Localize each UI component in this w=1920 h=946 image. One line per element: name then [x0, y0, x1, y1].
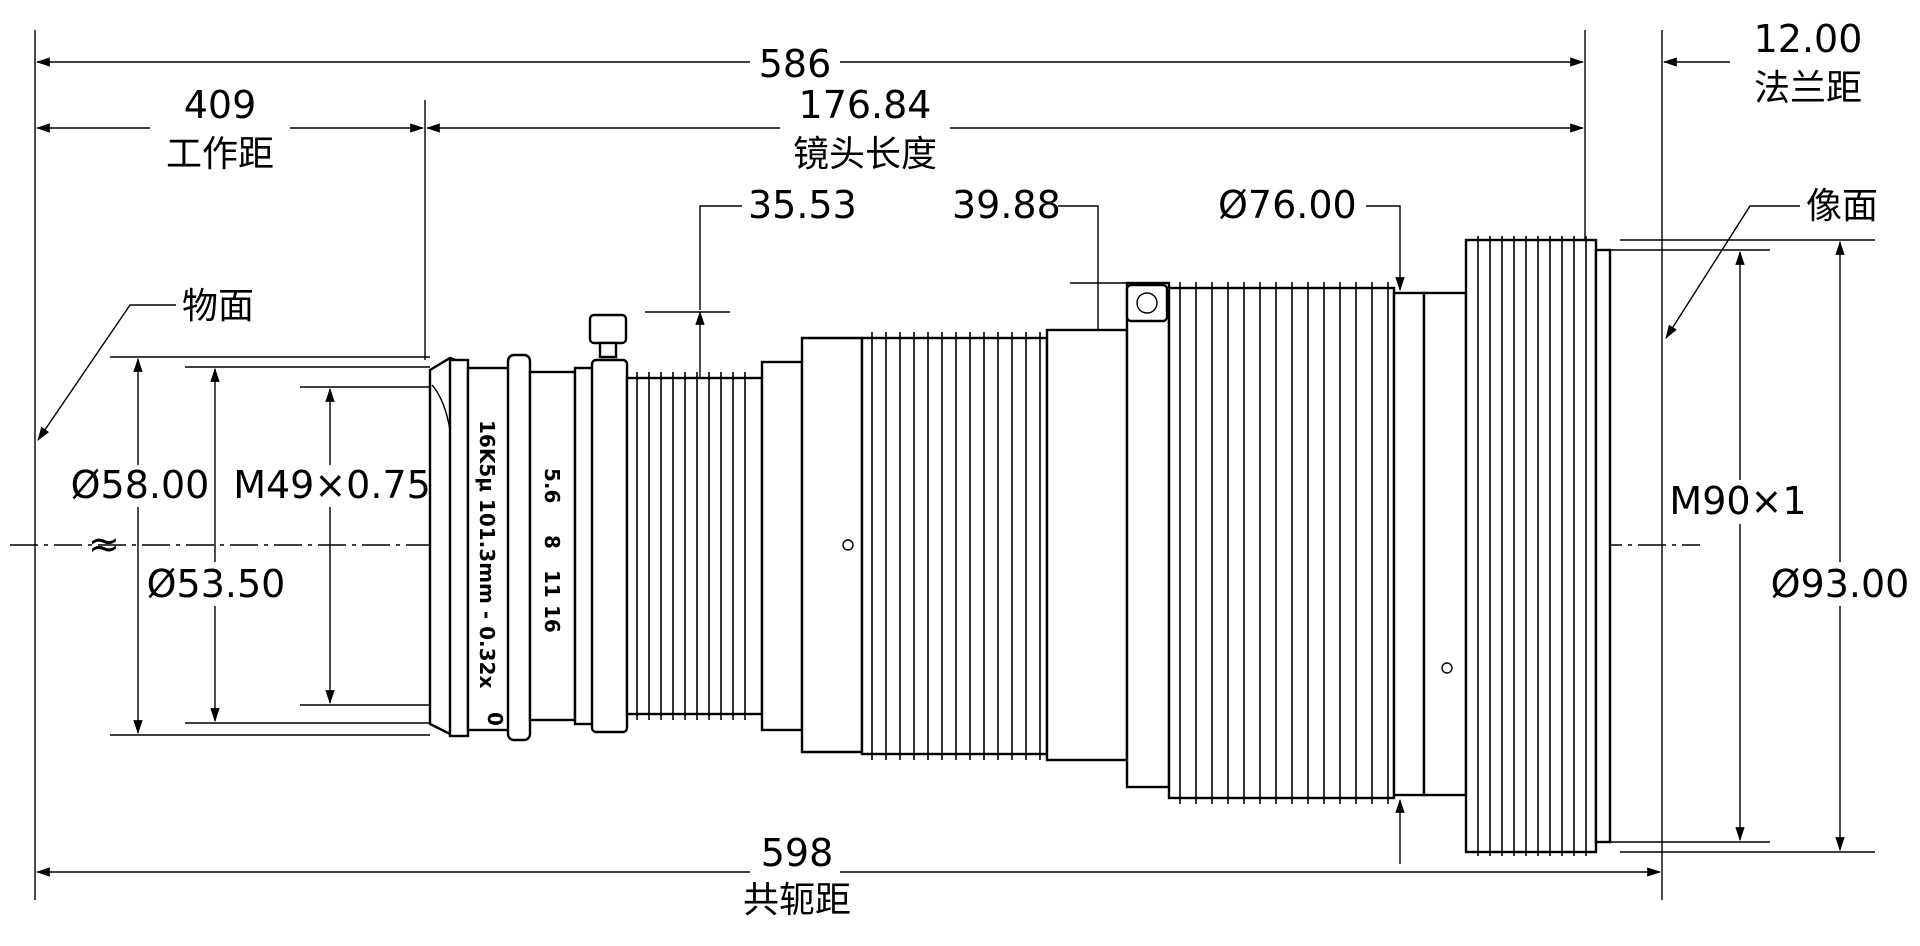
- leader-35: [699, 205, 742, 310]
- dim-m49: M49×0.75: [233, 463, 431, 507]
- dim-409: 409: [184, 83, 257, 127]
- dim-58: Ø58.00: [71, 463, 210, 507]
- leader-object-plane: [37, 304, 176, 441]
- aperture-16: 16: [540, 605, 564, 633]
- leader-image-plane: [1665, 205, 1800, 339]
- label-flange-distance: 法兰距: [1754, 68, 1862, 109]
- aperture-11: 11: [540, 570, 564, 598]
- dim-12: 12.00: [1754, 17, 1863, 61]
- label-conjugate-distance: 共轭距: [743, 880, 851, 921]
- aperture-56: 5.6: [540, 468, 564, 503]
- dim-35-53: 35.53: [748, 183, 857, 227]
- zero-mark: 0: [483, 712, 507, 726]
- lens-model-marking: 16K5μ 101.3mm - 0.32x: [475, 420, 499, 688]
- label-object-plane: 物面: [182, 286, 254, 327]
- label-working-distance: 工作距: [166, 134, 274, 175]
- dim-m90: M90×1: [1669, 479, 1806, 523]
- label-lens-length: 镜头长度: [793, 134, 937, 175]
- dim-176-84: 176.84: [799, 83, 932, 127]
- approx-symbol: ≈: [88, 522, 120, 566]
- dim-53: Ø53.50: [147, 562, 286, 606]
- dim-586: 586: [759, 42, 832, 86]
- label-image-plane: 像面: [1806, 186, 1878, 227]
- dim-598: 598: [761, 831, 834, 875]
- leader-76: [1366, 205, 1405, 292]
- aperture-scale: 5.6 8 11 16: [540, 468, 564, 633]
- lens-body: 5.6 8 11 16 16K5μ 101.3mm - 0.32x 0: [428, 236, 1612, 856]
- aperture-8: 8: [540, 535, 564, 549]
- dim-39-88: 39.88: [952, 183, 1061, 227]
- dim-76: Ø76.00: [1218, 183, 1357, 227]
- dim-93: Ø93.00: [1771, 562, 1910, 606]
